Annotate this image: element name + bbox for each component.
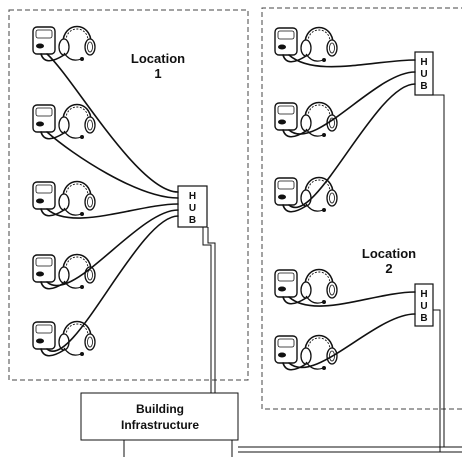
svg-text:H: H [420, 289, 427, 300]
hub-cable [46, 215, 179, 353]
location-1-station [32, 180, 179, 219]
beltpack-icon [274, 27, 298, 56]
hub-cable [46, 131, 179, 199]
location-2-upper-station [274, 71, 416, 138]
beltpack-icon [32, 254, 56, 283]
hub-cable [288, 71, 416, 135]
beltpack-icon [32, 321, 56, 350]
beltpack-icon [32, 181, 56, 210]
svg-text:U: U [420, 69, 427, 80]
svg-text:B: B [189, 215, 196, 226]
svg-text:B: B [420, 313, 427, 324]
location-2-lower-station [274, 313, 416, 371]
location-1-station [32, 25, 179, 193]
location-1-station [32, 209, 179, 290]
location-1-station [32, 103, 179, 199]
backbone-wire-hub3 [238, 309, 441, 453]
headset-icon [300, 334, 338, 370]
svg-text:U: U [420, 301, 427, 312]
headset-icon [300, 176, 338, 212]
hub-cable [46, 209, 179, 287]
location-1-boundary [8, 9, 249, 381]
hub-location-2-lower: H U B [414, 283, 434, 327]
beltpack-icon [32, 104, 56, 133]
headset-cable [282, 204, 307, 213]
location-1-label-line1: Location [131, 51, 185, 66]
beltpack-icon [274, 269, 298, 298]
headset-icon [58, 320, 96, 356]
headset-cable [40, 53, 65, 62]
hub-cable [288, 83, 416, 209]
hub-cable [288, 54, 416, 68]
location-1-label-line2: 1 [154, 66, 161, 81]
location-2-upper-station [274, 26, 416, 68]
svg-text:B: B [420, 81, 427, 92]
headset-cable [282, 129, 307, 138]
beltpack-icon [274, 102, 298, 131]
location-2-label-line1: Location [362, 246, 416, 261]
stations-layer [32, 25, 416, 371]
svg-text:H: H [189, 191, 196, 202]
headset-cable [40, 131, 65, 140]
headset-cable [282, 362, 307, 371]
hub-location-2-upper: H U B [414, 51, 434, 96]
beltpack-icon [274, 177, 298, 206]
headset-cable [40, 348, 65, 357]
headset-icon [58, 180, 96, 216]
headset-icon [300, 268, 338, 304]
headset-icon [300, 26, 338, 62]
headset-icon [58, 103, 96, 139]
backbone-wire-hub2 [238, 94, 445, 448]
headset-icon [58, 25, 96, 61]
hub-cable [46, 53, 179, 193]
beltpack-icon [32, 26, 56, 55]
beltpack-icon [274, 335, 298, 364]
hub-cable [288, 313, 416, 369]
svg-text:U: U [189, 203, 196, 214]
building-infrastructure-box [80, 392, 239, 441]
location-2-upper-station [274, 83, 416, 213]
location-2-lower-station [274, 268, 416, 307]
hub-cable [288, 291, 416, 307]
location-2-boundary [261, 7, 462, 410]
backbone-wire-hub1-b [207, 227, 216, 393]
hub-cable [46, 203, 179, 219]
infrastructure-label-line2: Infrastructure [121, 418, 199, 432]
headset-cable [282, 296, 307, 305]
hub-location-1: H U B [177, 185, 208, 228]
location-2-label-line2: 2 [385, 261, 392, 276]
infrastructure-label-line1: Building [136, 402, 184, 416]
headset-cable [40, 208, 65, 217]
backbone-wire-hub1 [202, 227, 212, 393]
location-1-station [32, 215, 179, 357]
headset-cable [282, 54, 307, 63]
svg-text:H: H [420, 57, 427, 68]
